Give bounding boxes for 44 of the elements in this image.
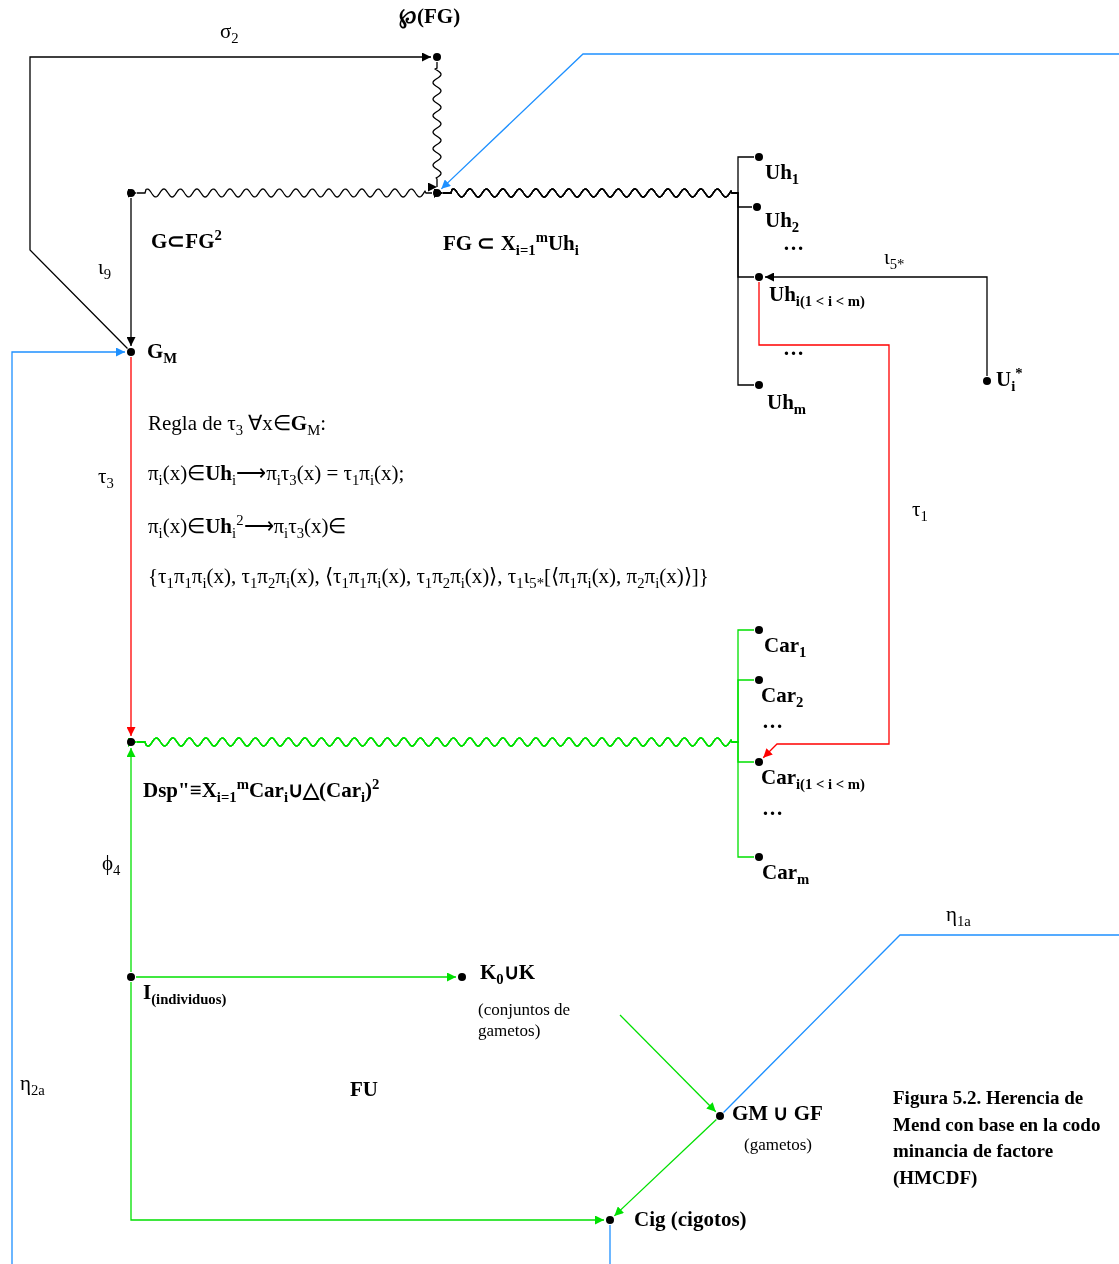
arrow <box>440 53 1119 190</box>
wavy-arrow <box>136 188 433 198</box>
arrow <box>126 356 136 737</box>
node-label: Uh$_{i(1 < i < m)}$ <box>769 283 865 310</box>
ellipsis: … <box>783 337 804 361</box>
node-label: Car$_{m}$ <box>762 861 810 888</box>
node-label: G$_{M}$ <box>147 340 178 367</box>
arrow <box>764 272 988 377</box>
arrow <box>126 197 136 347</box>
arrow <box>758 281 890 759</box>
region-label: FU <box>350 1078 378 1102</box>
node-label: ℘(FG) <box>399 5 461 29</box>
node-label: G⊂FG$^{2}$ <box>151 227 222 254</box>
rule-text: {τ$_{1}$π$_{1}$π$_{i}$(x), τ$_{1}$π$_{2}$π$_{i}$(x), ⟨τ$_{1}$π$_{1}$π$_{i}$(x), τ$_{1}$π$_{2}$π$_{i}$(x)⟩, τ$_{1}$ι$_{5*}$[⟨π$_{1}$π$_{i}$(x), π$_{2}$π$_{i}$(x)⟩]} <box>148 565 709 592</box>
ellipsis: … <box>762 797 783 821</box>
wavy-arrow <box>136 737 755 858</box>
rule-text: Regla de τ$_{3}$ ∀x∈G$_{M}$: <box>148 412 327 439</box>
arrow <box>135 972 457 982</box>
node-note: (gametos) <box>744 1134 813 1156</box>
arrow <box>619 1014 717 1113</box>
node-label: K$_{0}$∪K <box>480 961 536 988</box>
rule-text: π$_{i}$(x)∈Uh$_{i}$$^{2}$⟶π$_{i}$τ$_{3}$(x)∈ <box>148 512 347 542</box>
rule-text: π$_{i}$(x)∈Uh$_{i}$⟶π$_{i}$τ$_{3}$(x) = τ$_{1}$π$_{i}$(x); <box>148 462 405 489</box>
arrow <box>613 1118 717 1217</box>
connector-line <box>609 1224 611 1264</box>
ellipsis: … <box>762 710 783 734</box>
node-label: Uh$_{1}$ <box>765 161 800 188</box>
node-label: GM ∪ GF <box>732 1102 823 1126</box>
node-note: (conjuntos de gametos) <box>478 999 572 1042</box>
arrow <box>126 747 136 973</box>
arrow <box>11 347 126 1264</box>
node-label: I$_{(individuos)}$ <box>143 981 227 1008</box>
node-label: Uh$_{m}$ <box>767 391 807 418</box>
node-label: Car$_{1}$ <box>764 634 807 661</box>
connector-line <box>722 934 1119 1114</box>
node-label: Cig (cigotos) <box>634 1208 747 1232</box>
node-label: Dsp"≡X$_{i=1}$$^{m}$Car$_{i}$∪△(Car$_{i}$)$^{2}$ <box>143 776 380 806</box>
node-label: FG ⊂ X$_{i=1}$$^{m}$Uh$_{i}$ <box>443 229 579 259</box>
figure-caption: Figura 5.2. Herencia de Mend con base en la codo minancia de factore (HMCDF) <box>893 1086 1102 1190</box>
arrow <box>29 52 432 350</box>
arrow <box>130 981 605 1225</box>
node-label: Car$_{2}$ <box>761 684 804 711</box>
wavy-arrow <box>442 188 755 386</box>
node-label: Car$_{i(1 < i < m)}$ <box>761 766 865 793</box>
